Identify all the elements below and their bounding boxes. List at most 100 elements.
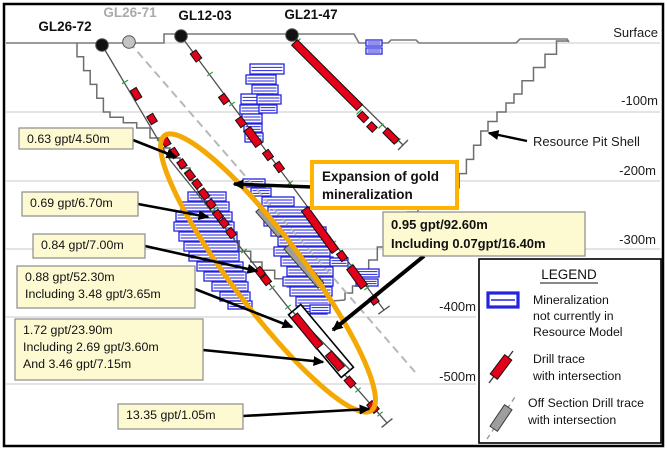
red-intersection-bar (300, 205, 340, 255)
red-intersection-bar (218, 216, 230, 230)
off-section-swatch-bar (489, 404, 513, 432)
mineralization-block (309, 304, 331, 314)
legend-item-text: with intersection (527, 413, 616, 427)
survey-tick (211, 206, 219, 212)
assay-text: 0.69 gpt/6.70m (30, 196, 113, 210)
red-intersection-bar (183, 168, 197, 182)
assay-callout: 13.35 gpt/1.05m (117, 403, 244, 430)
assay-callout-box (32, 233, 146, 259)
red-intersection-bar (346, 264, 368, 290)
assay-text: 0.95 gpt/92.60m (391, 217, 488, 232)
assay-text: 0.88 gpt/52.30m (25, 270, 115, 284)
annotation-arrows (132, 130, 528, 418)
mineralization-block (241, 113, 263, 124)
red-intersection-bar (243, 125, 263, 149)
red-intersection-bar (356, 110, 370, 124)
expansion-box (310, 160, 459, 210)
red-intersection-bar (365, 120, 379, 134)
red-intersection-bar (382, 127, 400, 145)
survey-tick (354, 387, 362, 393)
pit-shell-arrow (487, 130, 528, 143)
red-intersection-bar (343, 375, 357, 389)
callout-arrow (137, 202, 210, 221)
survey-tick (346, 263, 354, 269)
assay-text: And 3.46 gpt/7.15m (23, 357, 131, 371)
survey-tick (363, 285, 371, 291)
red-intersection-bar (224, 226, 238, 240)
mineralization-block (245, 74, 277, 85)
assay-callout-box (16, 265, 196, 309)
assay-text: 1.72 gpt/23.90m (23, 323, 113, 337)
red-intersection-bar (259, 273, 273, 287)
mineralization-block (258, 104, 278, 114)
survey-tick (121, 79, 129, 85)
survey-tick (378, 123, 384, 129)
callout-arrow (331, 254, 426, 332)
terrain-line (6, 33, 570, 44)
collar-GL26-72 (95, 38, 109, 52)
assay-callouts: 0.63 gpt/4.50m 0.69 gpt/6.70m 0.84 gpt/7.0… (14, 127, 586, 430)
mineralization-block (178, 231, 238, 242)
assay-text: 0.84 gpt/7.00m (41, 238, 124, 252)
survey-tick (284, 304, 292, 310)
pit-shell-label: Resource Pit Shell (533, 134, 640, 149)
expansion-highlight-ellipse (158, 131, 378, 415)
drill-trace-GL26-71 (128, 41, 416, 373)
legend-title: LEGEND (541, 267, 597, 282)
callout-arrow (194, 287, 294, 329)
trace-end-tick-GL12-03 (377, 305, 391, 315)
legend-item-text: with intersection (532, 369, 621, 383)
red-intersection-bar (324, 350, 346, 372)
assay-text: 0.63 gpt/4.50m (27, 132, 110, 146)
red-intersection-bar (290, 38, 364, 112)
assay-callout-box (21, 191, 139, 217)
depth-label-surface: Surface (613, 25, 658, 40)
survey-tick (268, 285, 276, 291)
drill-hole-label-GL12-03: GL12-03 (178, 8, 232, 23)
text-labels: Surface-100m-200m-300m-400m-500mGL26-72G… (38, 5, 658, 384)
collar-GL26-71 (122, 35, 136, 49)
collar-GL12-03 (174, 29, 188, 43)
red-intersection-bar (290, 312, 324, 350)
drill-trace-swatch-bar (489, 354, 513, 380)
expansion-arrow (232, 179, 313, 190)
red-intersection-bar (335, 249, 349, 263)
legend-item-text: Mineralization (533, 293, 609, 307)
mineralization-block (256, 94, 282, 105)
red-intersection-bar (261, 148, 275, 162)
trace-end-tick-GL21-47 (397, 139, 409, 151)
survey-tick (240, 248, 248, 254)
legend-item-text: Resource Model (533, 325, 623, 339)
pit-wall-right (344, 40, 568, 300)
depth-label-500m: -500m (439, 369, 476, 384)
red-intersection-bar (197, 187, 211, 201)
drill-hole-label-GL26-71: GL26-71 (103, 5, 157, 20)
drill-trace-GL12-03 (180, 35, 385, 311)
assay-callout: 0.63 gpt/4.50m (18, 127, 134, 150)
callout-arrow (144, 244, 259, 274)
trace-end-tick-GL26-72 (381, 418, 393, 428)
assay-text: 13.35 gpt/1.05m (126, 408, 216, 422)
mineralization-block (249, 63, 285, 75)
callout-arrow (242, 404, 371, 418)
collar-GL21-47 (285, 28, 299, 42)
red-intersection-bar (217, 92, 231, 106)
red-intersection-bar (145, 112, 159, 126)
assay-callout-box (382, 211, 586, 257)
mineralization-block (251, 84, 279, 95)
depth-label-100m: -100m (621, 93, 658, 108)
mineralization-block (365, 47, 383, 55)
survey-tick (356, 109, 362, 115)
depth-label-400m: -400m (439, 299, 476, 314)
surface-terrain-line (6, 33, 570, 44)
expansion-text: Expansion of gold (322, 169, 439, 184)
red-intersection-bar (234, 115, 248, 129)
mineralization-block (183, 241, 239, 252)
drill-hole-label-GL21-47: GL21-47 (284, 7, 337, 22)
red-intersection-bar (176, 158, 188, 170)
assay-callout: 0.84 gpt/7.00m (32, 233, 146, 259)
